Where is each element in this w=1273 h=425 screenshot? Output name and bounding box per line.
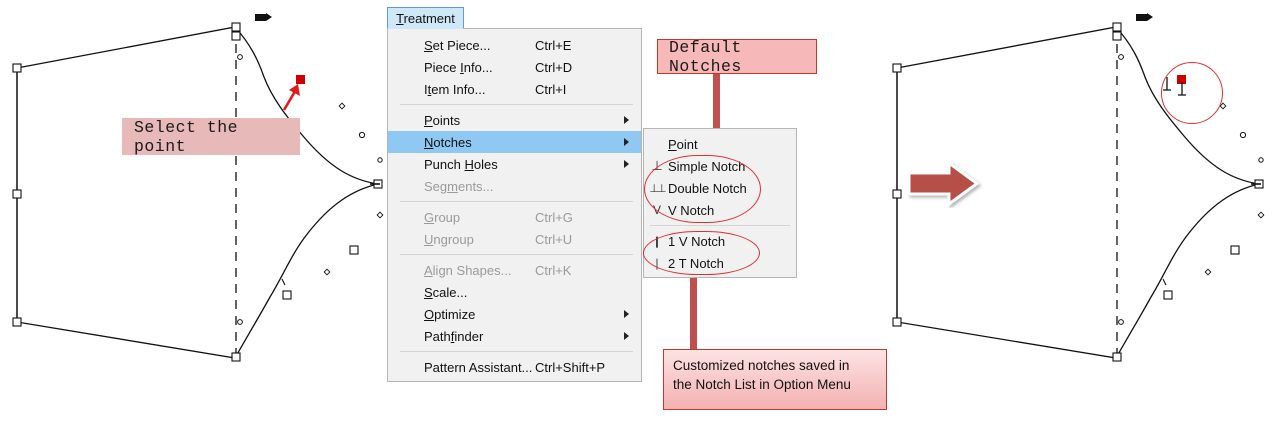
chevron-right-icon — [624, 160, 629, 168]
double-notch-icon: ⊥⊥ — [648, 177, 666, 199]
menu-item-optimize[interactable]: Optimize — [388, 303, 641, 325]
menu-item-label: Optimize — [424, 307, 475, 322]
menu-item-notches[interactable]: Notches — [388, 131, 641, 153]
submenu-item-v-notch[interactable]: V V Notch — [644, 199, 796, 221]
menu-item-label: Ungroup — [424, 232, 474, 247]
submenu-item-label: 2 T Notch — [668, 256, 724, 271]
v-notch-icon: V — [648, 199, 666, 221]
menubar-treatment-label: Treatment — [396, 11, 455, 26]
menu-item-item-info[interactable]: Item Info... Ctrl+I — [388, 78, 641, 100]
submenu-item-double-notch[interactable]: ⊥⊥ Double Notch — [644, 177, 796, 199]
menu-item-pattern-assistant[interactable]: Pattern Assistant... Ctrl+Shift+P — [388, 356, 641, 378]
menu-item-pathfinder[interactable]: Pathfinder — [388, 325, 641, 347]
menu-item-label: Notches — [424, 135, 472, 150]
menu-item-piece-info[interactable]: Piece Info... Ctrl+D — [388, 56, 641, 78]
callout-customized-notches: Customized notches saved in the Notch Li… — [663, 349, 887, 410]
menu-item-label: Punch Holes — [424, 157, 498, 172]
submenu-notches[interactable]: Point ⊥ Simple Notch ⊥⊥ Double Notch V V… — [643, 128, 797, 278]
callout-select-text: Select the point — [134, 118, 300, 156]
menu-item-label: Pathfinder — [424, 329, 483, 344]
pointer-arrow — [284, 84, 300, 110]
menu-item-align-shapes: Align Shapes... Ctrl+K — [388, 259, 641, 281]
menu-separator-4 — [400, 351, 633, 352]
menu-item-scale[interactable]: Scale... — [388, 281, 641, 303]
connector-default-notches — [712, 74, 721, 136]
one-v-notch-icon: ❙ — [648, 230, 666, 252]
menu-item-label: Scale... — [424, 285, 467, 300]
callout-default-text: Default Notches — [669, 38, 816, 76]
submenu-separator — [650, 225, 790, 226]
submenu-item-2-t-notch[interactable]: ❘ 2 T Notch — [644, 252, 796, 274]
menu-item-accel: Ctrl+U — [535, 232, 641, 247]
connector-customized-notches — [689, 275, 698, 349]
pattern-piece-before[interactable] — [0, 0, 390, 400]
notch-highlight-circle — [1161, 62, 1223, 124]
two-t-notch-icon: ❘ — [648, 252, 666, 274]
point-icon — [648, 133, 666, 155]
chevron-right-icon — [624, 116, 629, 124]
menu-treatment-dropdown[interactable]: Set Piece... Ctrl+E Piece Info... Ctrl+D… — [387, 28, 642, 382]
submenu-item-label: Simple Notch — [668, 159, 745, 174]
pattern-before-svg — [0, 0, 390, 400]
simple-notch-icon: ⊥ — [648, 155, 666, 177]
menu-item-label: Item Info... — [424, 82, 485, 97]
menu-item-accel: Ctrl+K — [535, 263, 641, 278]
callout-custom-line2: the Notch List in Option Menu — [673, 375, 877, 394]
chevron-right-icon — [624, 332, 629, 340]
submenu-item-label: Point — [668, 137, 698, 152]
menu-item-accel: Ctrl+Shift+P — [535, 360, 641, 375]
submenu-item-label: Double Notch — [668, 181, 747, 196]
menu-item-label: Align Shapes... — [424, 263, 511, 278]
submenu-item-point[interactable]: Point — [644, 133, 796, 155]
submenu-item-label: 1 V Notch — [668, 234, 725, 249]
menu-item-accel: Ctrl+D — [535, 60, 641, 75]
submenu-item-1-v-notch[interactable]: ❙ 1 V Notch — [644, 230, 796, 252]
menu-item-accel: Ctrl+E — [535, 38, 641, 53]
chevron-right-icon — [624, 310, 629, 318]
menu-item-label: Piece Info... — [424, 60, 493, 75]
chevron-right-icon — [624, 138, 629, 146]
menu-separator-2 — [400, 201, 633, 202]
menu-item-label: Set Piece... — [424, 38, 490, 53]
menu-item-accel: Ctrl+I — [535, 82, 641, 97]
menu-item-ungroup: Ungroup Ctrl+U — [388, 228, 641, 250]
menu-item-label: Points — [424, 113, 460, 128]
callout-default-notches: Default Notches — [657, 39, 817, 74]
menu-item-points[interactable]: Points — [388, 109, 641, 131]
callout-select-the-point: Select the point — [122, 118, 300, 155]
menu-item-group: Group Ctrl+G — [388, 206, 641, 228]
menu-item-set-piece[interactable]: Set Piece... Ctrl+E — [388, 34, 641, 56]
menu-item-segments: Segments... — [388, 175, 641, 197]
menu-item-accel: Ctrl+G — [535, 210, 641, 225]
existing-notch-mark — [1163, 279, 1166, 285]
pattern-outline — [17, 27, 378, 358]
submenu-item-label: V Notch — [668, 203, 714, 218]
flow-arrow-icon — [905, 160, 985, 208]
selected-point[interactable] — [296, 75, 305, 84]
submenu-item-simple-notch[interactable]: ⊥ Simple Notch — [644, 155, 796, 177]
menu-separator-1 — [400, 104, 633, 105]
menubar-item-treatment[interactable]: Treatment — [387, 7, 464, 29]
grainline-icon — [1136, 13, 1153, 21]
menu-item-label: Group — [424, 210, 460, 225]
callout-custom-line1: Customized notches saved in — [673, 356, 877, 375]
menu-item-label: Pattern Assistant... — [424, 360, 532, 375]
grainline-icon — [255, 13, 272, 21]
menu-separator-3 — [400, 254, 633, 255]
existing-notch-mark — [282, 279, 285, 285]
menu-item-punch-holes[interactable]: Punch Holes — [388, 153, 641, 175]
menu-item-label: Segments... — [424, 179, 493, 194]
